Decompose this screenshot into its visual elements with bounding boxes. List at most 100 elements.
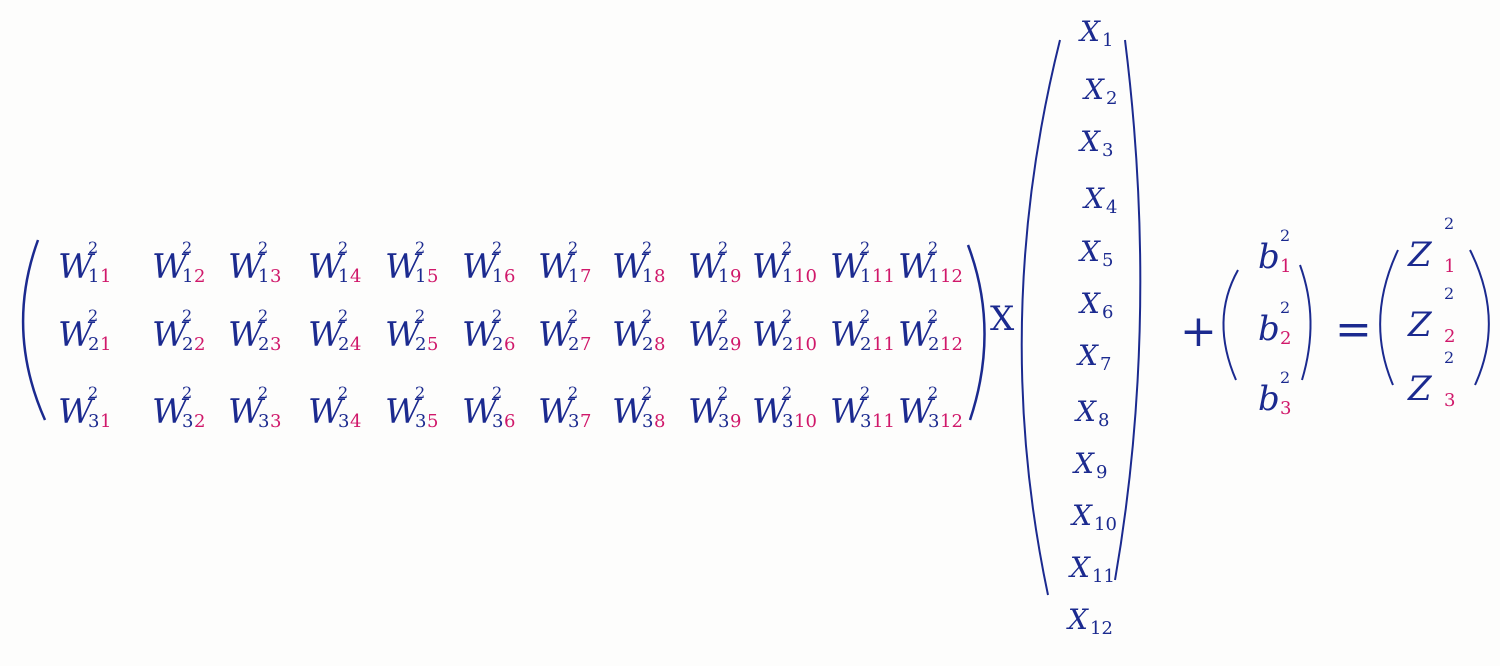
weight-row-index: 2 [258, 334, 270, 355]
weight-symbol: W [752, 315, 787, 355]
weight-layer-superscript: 2 [782, 383, 793, 402]
weight-row-index: 3 [860, 411, 872, 432]
weight-layer-superscript: 2 [568, 306, 579, 325]
weight-layer-superscript: 2 [338, 383, 349, 402]
weight-layer-superscript: 2 [415, 238, 426, 257]
weight-layer-superscript: 2 [928, 238, 939, 257]
weight-col-index: 9 [730, 334, 742, 355]
weight-symbol: W [830, 315, 865, 355]
weight-symbol: W [462, 392, 497, 432]
input-index: 9 [1096, 462, 1108, 483]
times-operator: X [990, 299, 1015, 339]
weight-symbol: W [152, 247, 187, 287]
weight-symbol: W [385, 315, 420, 355]
weight-symbol: W [58, 392, 93, 432]
input-index: 6 [1102, 302, 1114, 323]
weight-row-index: 1 [782, 266, 794, 287]
bias-symbol: b [1258, 237, 1280, 277]
weight-row-index: 2 [415, 334, 427, 355]
weight-col-index: 3 [270, 266, 282, 287]
weight-col-index: 12 [940, 266, 963, 287]
weight-layer-superscript: 2 [258, 306, 269, 325]
weight-symbol: W [385, 247, 420, 287]
input-symbol: X [1074, 447, 1094, 480]
weight-layer-superscript: 2 [492, 306, 503, 325]
weight-row-index: 3 [258, 411, 270, 432]
weight-matrix-right-paren [966, 244, 986, 421]
input-symbol: X [1078, 339, 1098, 372]
weight-layer-superscript: 2 [492, 383, 503, 402]
input-vector-left-paren [1020, 39, 1061, 596]
weight-symbol: W [538, 315, 573, 355]
weight-symbol: W [830, 392, 865, 432]
weight-row-index: 2 [860, 334, 872, 355]
weight-symbol: W [228, 247, 263, 287]
input-vector-right-paren [1114, 39, 1142, 581]
weight-col-index: 10 [794, 334, 817, 355]
input-index: 10 [1094, 514, 1117, 535]
output-index: 1 [1444, 256, 1456, 277]
weight-col-index: 11 [872, 334, 895, 355]
weight-layer-superscript: 2 [88, 238, 99, 257]
weight-symbol: W [385, 392, 420, 432]
weight-col-index: 2 [194, 411, 206, 432]
input-symbol: X [1080, 15, 1100, 48]
input-index: 7 [1100, 354, 1112, 375]
weight-layer-superscript: 2 [492, 238, 503, 257]
weight-col-index: 8 [654, 334, 666, 355]
weight-row-index: 1 [642, 266, 654, 287]
weight-layer-superscript: 2 [182, 383, 193, 402]
weight-layer-superscript: 2 [88, 383, 99, 402]
weight-col-index: 8 [654, 411, 666, 432]
plus-operator: + [1180, 306, 1217, 357]
weight-layer-superscript: 2 [88, 306, 99, 325]
weight-symbol: W [462, 247, 497, 287]
input-symbol: X [1084, 73, 1104, 106]
weight-layer-superscript: 2 [642, 306, 653, 325]
weight-row-index: 1 [258, 266, 270, 287]
input-index: 2 [1106, 88, 1118, 109]
weight-layer-superscript: 2 [718, 238, 729, 257]
weight-col-index: 7 [580, 266, 592, 287]
weight-symbol: W [308, 247, 343, 287]
weight-col-index: 5 [427, 334, 439, 355]
weight-row-index: 3 [782, 411, 794, 432]
weight-row-index: 3 [88, 411, 100, 432]
weight-row-index: 1 [415, 266, 427, 287]
weight-col-index: 12 [940, 411, 963, 432]
output-index: 2 [1444, 326, 1456, 347]
weight-symbol: W [688, 247, 723, 287]
weight-symbol: W [688, 392, 723, 432]
weight-col-index: 1 [100, 266, 112, 287]
input-symbol: X [1072, 499, 1092, 532]
weight-row-index: 3 [928, 411, 940, 432]
input-index: 12 [1090, 618, 1113, 639]
weight-symbol: W [538, 247, 573, 287]
weight-layer-superscript: 2 [860, 238, 871, 257]
